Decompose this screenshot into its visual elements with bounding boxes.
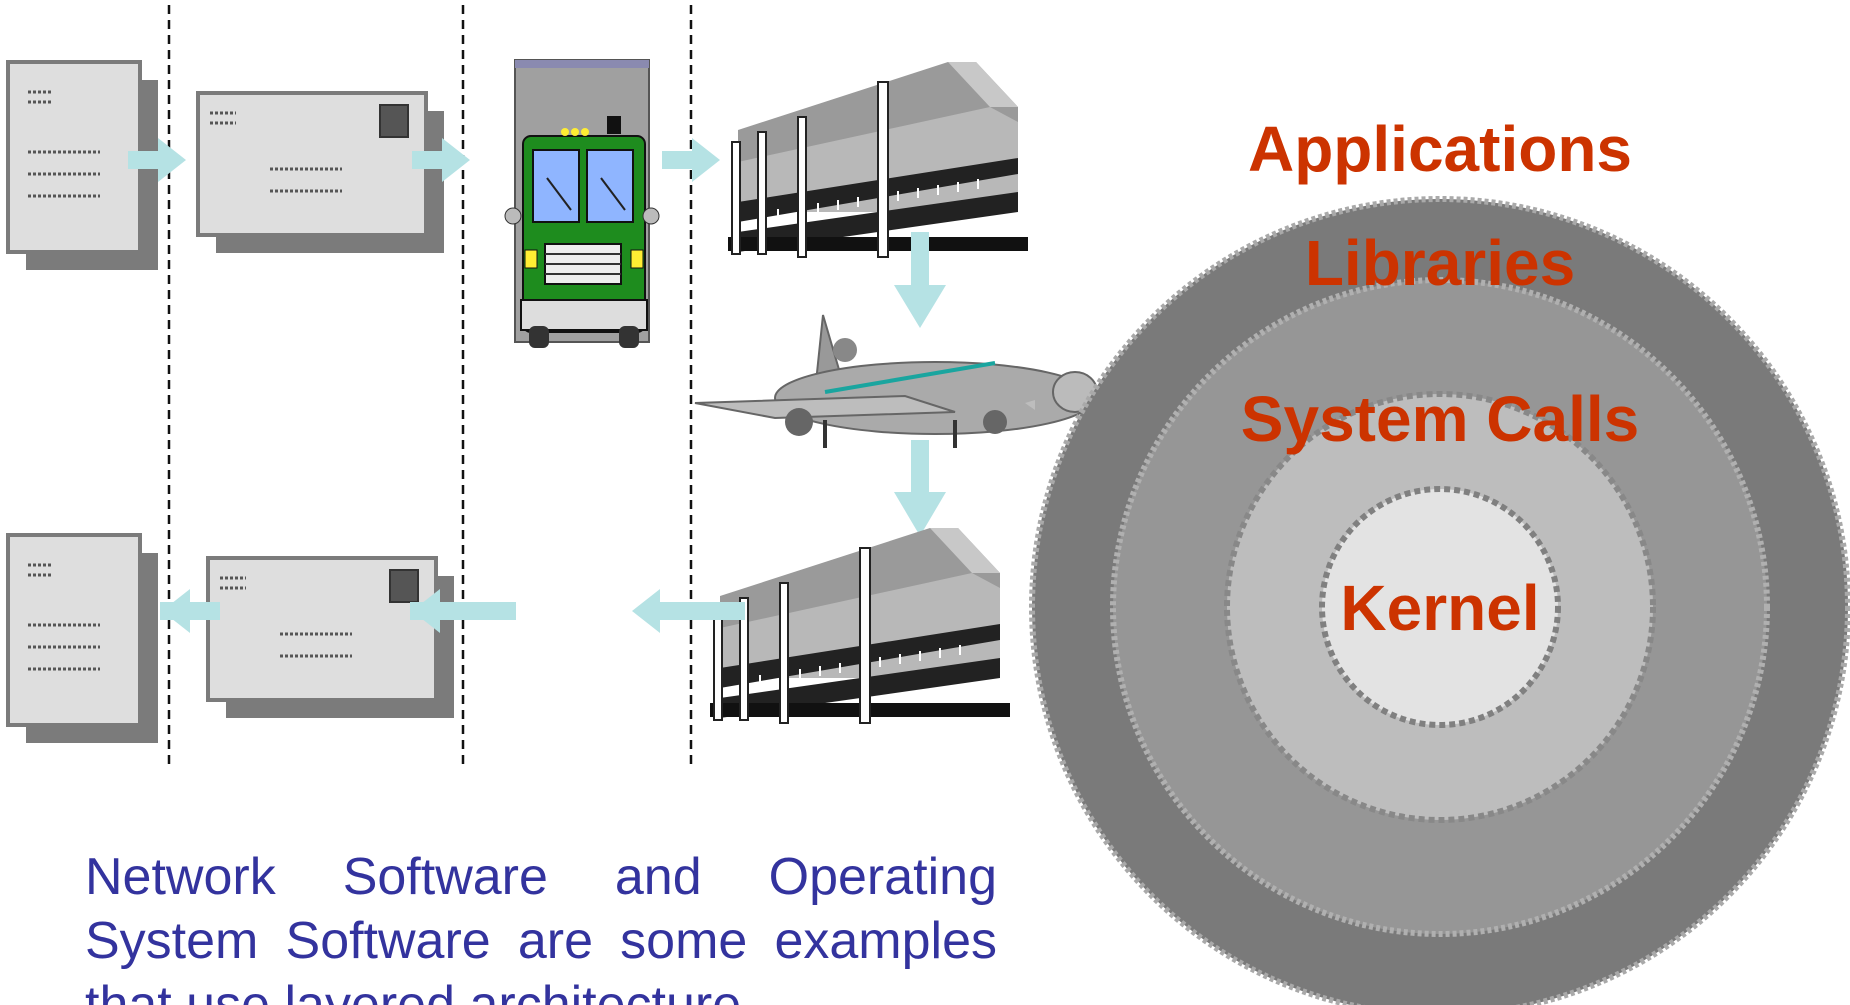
caption-text: Network Software and Operating System So…: [85, 845, 997, 1005]
layer-separator-lines: [167, 5, 693, 765]
arrow-icon: [410, 589, 516, 633]
arrow-icon: [632, 589, 745, 633]
arrow-icon: [160, 589, 220, 633]
applications-label: Applications: [1247, 113, 1633, 185]
mail-truck-icon: [504, 59, 660, 348]
airplane-icon: [694, 314, 1098, 448]
envelope-icon: [206, 556, 456, 720]
kernel-label: Kernel: [1340, 572, 1540, 644]
arrow-icon: [894, 440, 946, 536]
libraries-label: Libraries: [1304, 227, 1576, 299]
caption-line: Network Software and Operating: [85, 848, 997, 906]
caption-line: System Software are some examples: [85, 912, 997, 970]
os-layer-rings: [1029, 196, 1850, 1005]
ring-kernel: [1319, 486, 1561, 728]
post-office-building-icon: [727, 61, 1029, 258]
post-office-building-icon: [709, 527, 1011, 724]
envelope-icon: [196, 91, 446, 255]
system-calls-label: System Calls: [1240, 383, 1640, 455]
document-icon: [6, 533, 160, 745]
caption-line: that use layered architecture.: [85, 976, 756, 1005]
arrow-icon: [894, 232, 946, 328]
